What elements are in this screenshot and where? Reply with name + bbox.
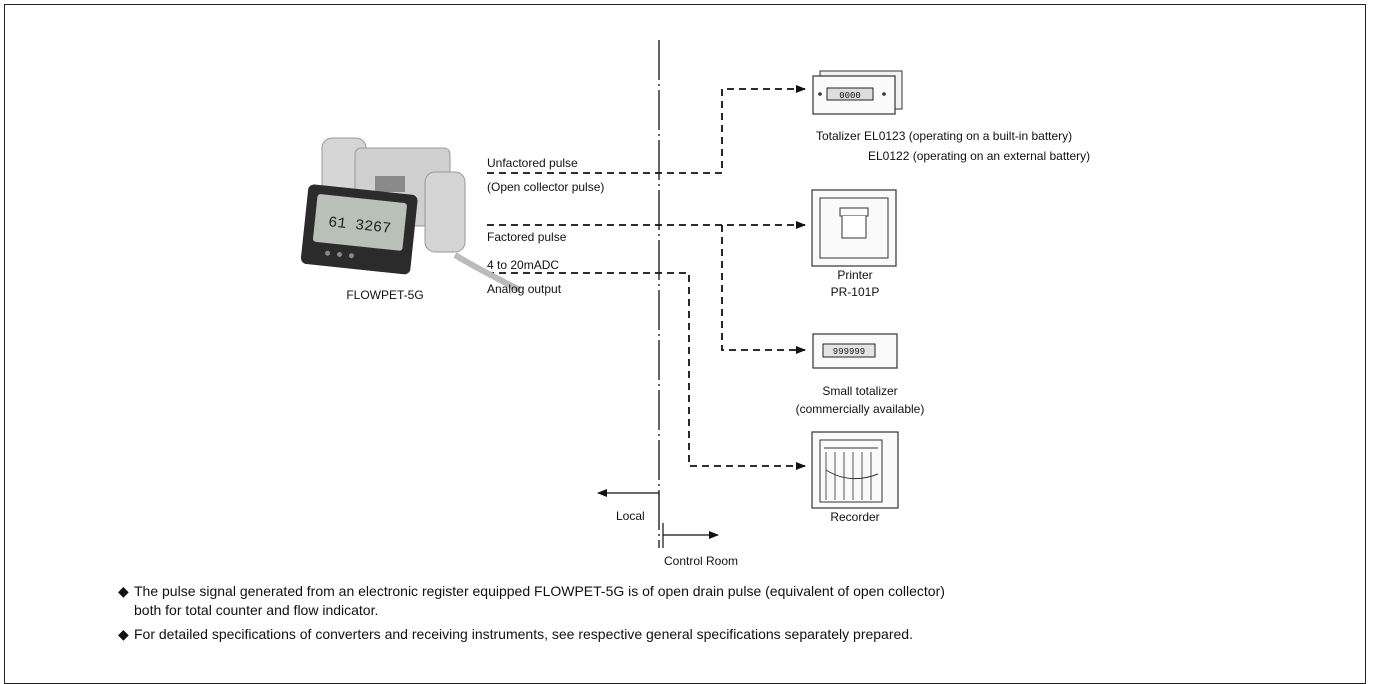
small-totalizer-label-1: Small totalizer [822, 384, 898, 398]
factored-branch-line [721, 225, 806, 354]
analog-output-label: Analog output [487, 282, 562, 296]
totalizer-display: 0000 [839, 91, 861, 101]
printer-label-2: PR-101P [830, 285, 880, 299]
factored-pulse-label: Factored pulse [487, 230, 567, 244]
flowpet-meter-image: 61 3267 [300, 137, 522, 293]
unfactored-pulse-label: Unfactored pulse [487, 156, 578, 170]
printer-image [811, 189, 897, 267]
control-room-label: Control Room [664, 554, 739, 568]
note-2: ◆ For detailed specifications of converte… [118, 625, 1268, 644]
note-1-text: The pulse signal generated from an elect… [134, 583, 945, 599]
totalizer-label-2: EL0122 (operating on an external battery… [868, 149, 1091, 163]
note-bullet: ◆ [118, 626, 129, 642]
analog-output-line [487, 272, 806, 470]
note-1-text-cont: both for total counter and flow indicato… [134, 602, 379, 618]
meter-label: FLOWPET-5G [346, 288, 424, 302]
small-totalizer-label-2: (commercially available) [795, 402, 925, 416]
note-1: ◆ The pulse signal generated from an elec… [118, 582, 1268, 620]
recorder-label: Recorder [830, 510, 880, 524]
small-totalizer-display: 999999 [833, 347, 865, 357]
meter-display: 61 3267 [327, 214, 391, 237]
totalizer-image: 0000 [812, 70, 903, 115]
note-bullet: ◆ [118, 583, 129, 599]
unfactored-pulse-line [487, 85, 806, 174]
open-collector-label: (Open collector pulse) [487, 180, 605, 194]
recorder-image [811, 431, 899, 509]
wiring-diagram: 61 3267 0000 999999 [300, 40, 903, 548]
analog-current-label: 4 to 20mADC [487, 258, 560, 272]
totalizer-label-1: Totalizer EL0123 (operating on a built-i… [816, 129, 1073, 143]
printer-label-1: Printer [837, 268, 873, 282]
note-2-text: For detailed specifications of converter… [134, 626, 913, 642]
local-label: Local [616, 509, 645, 523]
small-totalizer-image: 999999 [812, 333, 898, 369]
